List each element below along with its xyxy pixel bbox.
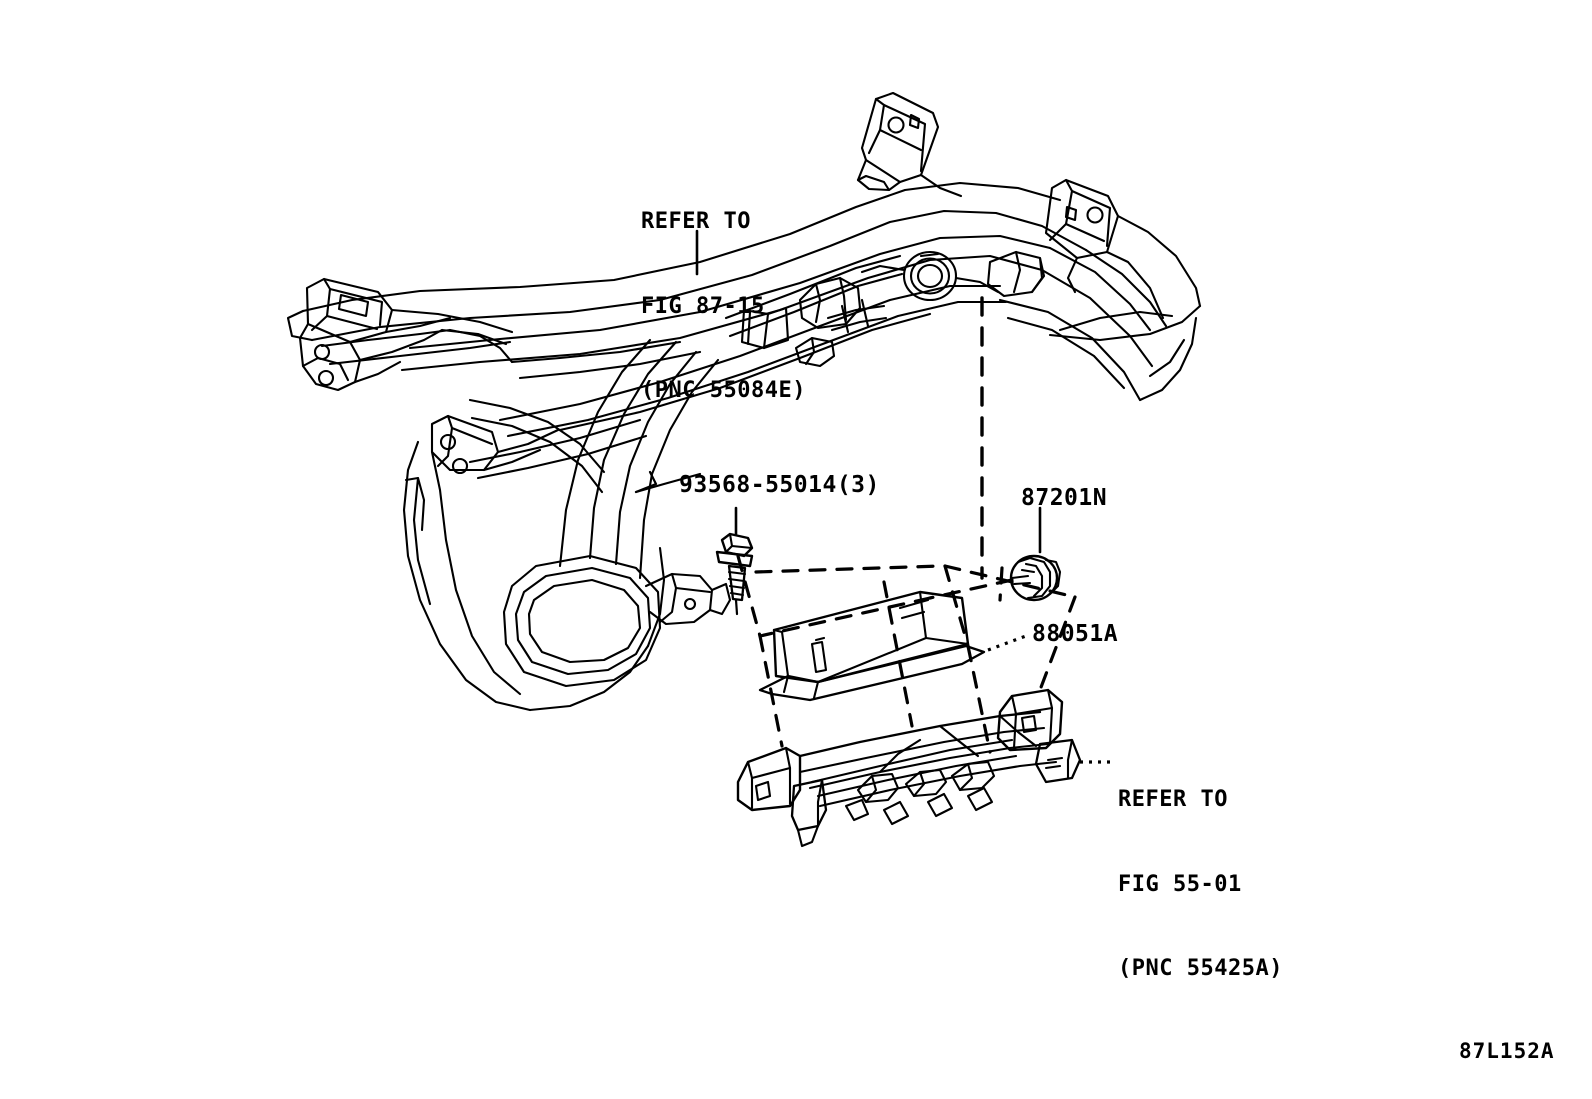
refer-bottom-line2: FIG 55-01 [1118,871,1242,897]
label-amplifier-part-number: 88051A [1032,621,1119,647]
label-grommet-part-number: 87201N [1021,485,1108,511]
refer-bottom-line3: (PNC 55425A) [1118,956,1283,982]
refer-top-line2: FIG 87-15 [641,293,765,319]
label-bolt-part-number: 93568-55014(3) [679,472,880,498]
refer-top-line3: (PNC 55084E) [641,378,806,404]
refer-bottom-line1: REFER TO [1118,787,1228,813]
label-refer-fig-55-01: REFER TO FIG 55-01 (PNC 55425A) [1118,730,1283,1040]
refer-top-line1: REFER TO [641,209,751,235]
label-refer-fig-87-15: REFER TO FIG 87-15 (PNC 55084E) [641,152,806,462]
figure-code: 87L152A [1459,1039,1555,1063]
